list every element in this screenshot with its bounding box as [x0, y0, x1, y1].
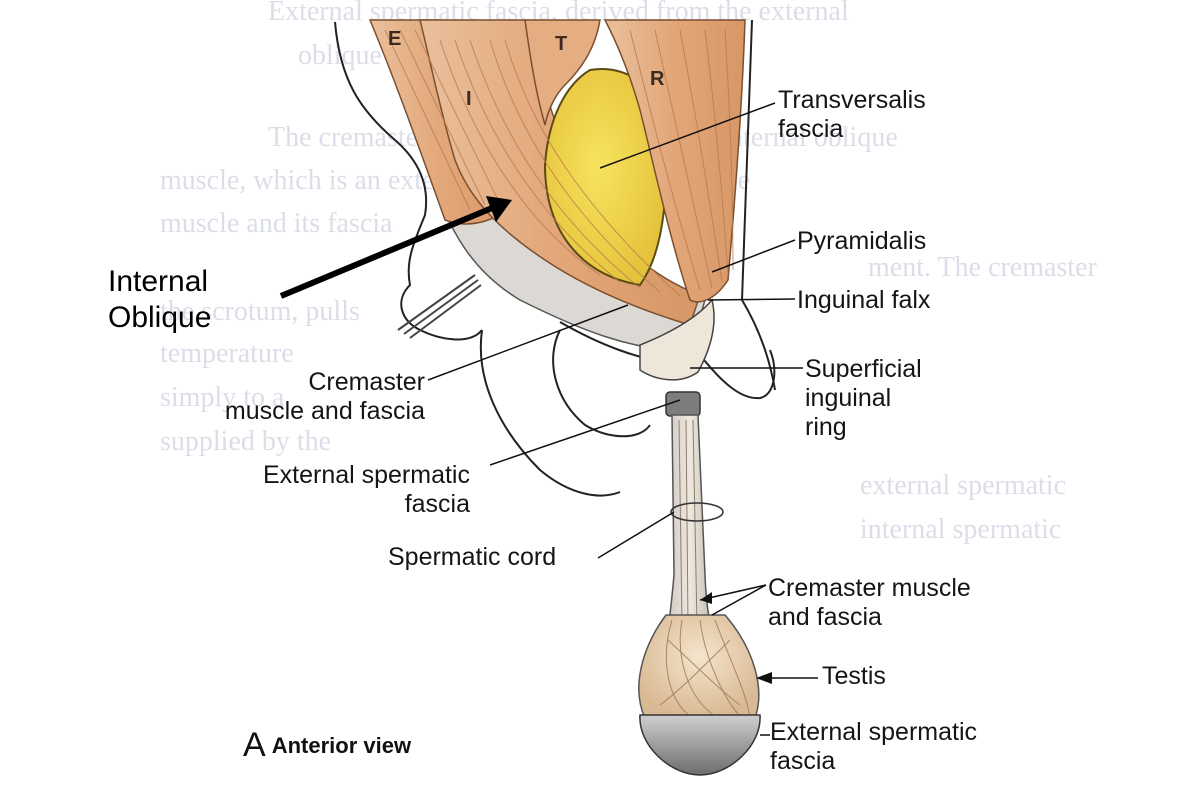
background-text-line: temperature — [160, 338, 294, 369]
background-text-line: simply to a — [160, 382, 285, 413]
cord-cross-section — [670, 502, 724, 522]
testis-shape — [638, 614, 760, 719]
label-line: inguinal — [805, 384, 892, 412]
caption-view: Anterior view — [271, 733, 412, 758]
testis-fibers — [659, 619, 751, 717]
label-cremaster-upper: Cremaster muscle and fascia — [175, 368, 425, 426]
label-superficial-inguinal-ring: Superficial inguinal ring — [805, 355, 922, 442]
muscle-letter-i: I — [466, 88, 472, 110]
label-external-spermatic-lower: External spermatic fascia — [770, 718, 977, 776]
leader-lines — [427, 102, 803, 736]
muscle-fibers — [384, 29, 734, 297]
muscle-letter-e: E — [388, 28, 402, 50]
testis-arrow — [756, 672, 818, 684]
label-line: fascia — [778, 115, 844, 143]
internal-oblique-arrow — [279, 196, 512, 299]
label-line: Transversalis — [778, 86, 926, 114]
cremaster-arrowhead — [700, 592, 712, 604]
background-text-line: supplied by the — [160, 426, 332, 457]
label-cremaster-lower: Cremaster muscle and fascia — [768, 574, 971, 632]
caption-letter: A — [243, 726, 266, 764]
leader-inguinal-falx — [707, 298, 796, 301]
nerve-bundle — [397, 274, 482, 339]
label-line: fascia — [404, 490, 470, 518]
label-pyramidalis: Pyramidalis — [797, 227, 927, 255]
inguinal-falx-shape — [639, 298, 715, 381]
leader-transversalis — [599, 102, 776, 169]
label-line: and fascia — [768, 603, 882, 631]
transversus-muscle — [524, 19, 601, 126]
leader-external-spermatic-upper — [489, 399, 681, 466]
cord-strands — [678, 419, 698, 626]
muscle-letter-t: T — [555, 33, 568, 55]
internal-oblique-label: Internal Oblique — [108, 264, 211, 336]
label-line: fascia — [770, 747, 836, 775]
label-line: muscle and fascia — [224, 397, 425, 425]
background-text-line: internal spermatic — [860, 514, 1062, 545]
leader-cremaster-lower-2 — [711, 584, 767, 616]
label-external-spermatic-upper: External spermatic fascia — [200, 461, 470, 519]
label-inguinal-falx: Inguinal falx — [797, 286, 931, 314]
label-testis: Testis — [822, 662, 886, 690]
label-line: Cremaster muscle — [768, 574, 971, 602]
background-text-line: muscle and its fascia — [160, 208, 393, 239]
label-transversalis-fascia: Transversalis fascia — [778, 86, 926, 144]
internal-oblique-label-line: Oblique — [108, 301, 212, 334]
external-spermatic-cap — [639, 714, 761, 776]
background-text-line: external spermatic — [860, 470, 1067, 501]
leader-spermatic-cord — [597, 511, 675, 559]
label-spermatic-cord: Spermatic cord — [388, 543, 557, 571]
superficial-ring-band — [665, 391, 701, 417]
muscle-letter-r: R — [650, 68, 665, 90]
label-line: External spermatic — [262, 461, 470, 489]
label-line: ring — [805, 413, 847, 441]
leader-pyramidalis — [711, 239, 796, 273]
label-line: Superficial — [805, 355, 922, 383]
leader-cremaster-upper — [427, 304, 629, 381]
internal-oblique-label-line: Internal — [108, 265, 209, 298]
label-line: External spermatic — [770, 718, 978, 746]
label-line: Cremaster — [308, 368, 425, 396]
rectus-muscle — [603, 19, 746, 303]
background-text-line: ment. The cremaster — [868, 252, 1097, 283]
background-text-line: the scrotum, pulls — [160, 296, 360, 327]
